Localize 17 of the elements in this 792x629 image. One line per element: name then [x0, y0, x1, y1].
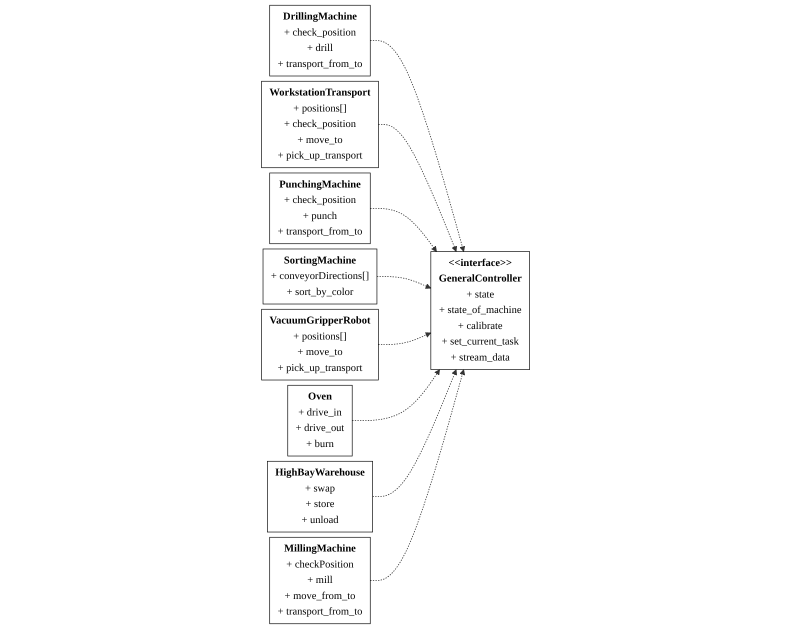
node-box: PunchingMachine + check_position + punch + transport_from_to: [270, 172, 371, 244]
node-box: MillingMachine + checkPosition + mill + move_from_to + transport_from_to: [270, 536, 371, 624]
node-box: HighBayWarehouse + swap + store + unload: [267, 460, 374, 532]
node-box: VacuumGripperRobot + positions[] + move_to + pick_up_transport: [262, 308, 380, 380]
arrow: [370, 208, 438, 252]
node-box: Oven + drive_in + drive_out + burn: [288, 384, 353, 456]
arrow: [352, 369, 440, 422]
node-box: DrillingMachine + check_position + drill + transport_from_to: [270, 4, 371, 76]
arrow: [372, 369, 458, 498]
node-box: WorkstationTransport + positions[] + check_position + move_to + pick_up_transport: [262, 80, 380, 168]
node-box: SortingMachine + conveyorDirections[] + sort_by_color: [263, 248, 378, 304]
arrow: [370, 40, 466, 252]
arrow: [370, 369, 466, 581]
arrow: [378, 332, 432, 346]
arrow: [378, 124, 458, 252]
arrow: [376, 276, 432, 289]
node-box: <<interface>> GeneralController + state + state_of_machine + calibrate + set_current_task + stream_data: [430, 251, 530, 370]
